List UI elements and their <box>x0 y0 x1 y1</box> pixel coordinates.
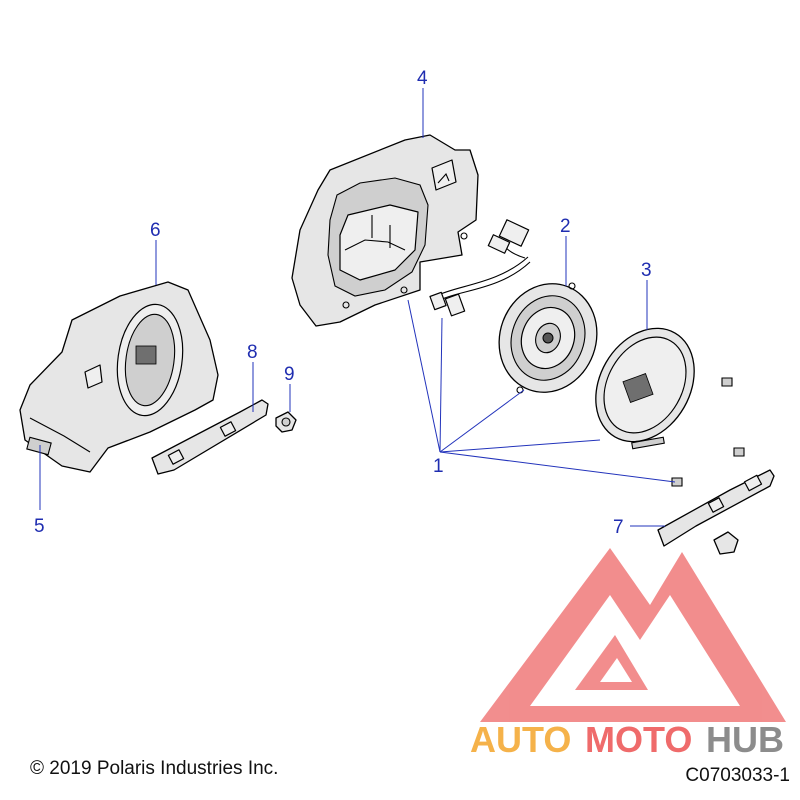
callout-3: 3 <box>641 260 652 281</box>
leader-line-1d <box>439 439 601 453</box>
leader-lines <box>39 88 676 527</box>
callout-7: 7 <box>613 517 624 538</box>
speaker <box>498 282 598 394</box>
watermark-text-hub: HUB <box>706 719 784 760</box>
speaker-grille <box>595 327 695 450</box>
leader-line-1a <box>407 299 441 453</box>
leader-line-1b <box>439 317 443 453</box>
watermark-logo <box>480 548 786 722</box>
callout-labels: 1 2 3 4 5 6 7 8 9 <box>34 68 652 538</box>
callout-6: 6 <box>150 220 161 241</box>
callout-9: 9 <box>284 364 295 385</box>
watermark-text-auto: AUTO <box>470 719 571 760</box>
callout-2: 2 <box>560 216 571 237</box>
speaker-enclosure-right <box>291 134 479 327</box>
drawing-number: C0703033-1 <box>685 765 790 786</box>
copyright-text: © 2019 Polaris Industries Inc. <box>30 758 279 779</box>
callout-5: 5 <box>34 516 45 537</box>
watermark-text-moto: MOTO <box>585 719 692 760</box>
wiring-harness <box>429 219 531 317</box>
callout-4: 4 <box>417 68 428 89</box>
wing-fastener <box>275 411 297 433</box>
enclosure-connector <box>26 436 52 456</box>
callout-1: 1 <box>433 456 444 477</box>
leader-line-1e <box>439 451 676 483</box>
callout-8: 8 <box>247 342 258 363</box>
mounting-bracket-left <box>151 399 269 475</box>
mounting-screws <box>671 377 745 487</box>
leader-line-1c <box>439 389 525 453</box>
watermark-text: AUTO MOTO HUB <box>470 719 784 760</box>
mounting-bracket-right <box>657 469 775 555</box>
speaker-enclosure-left <box>19 281 219 473</box>
